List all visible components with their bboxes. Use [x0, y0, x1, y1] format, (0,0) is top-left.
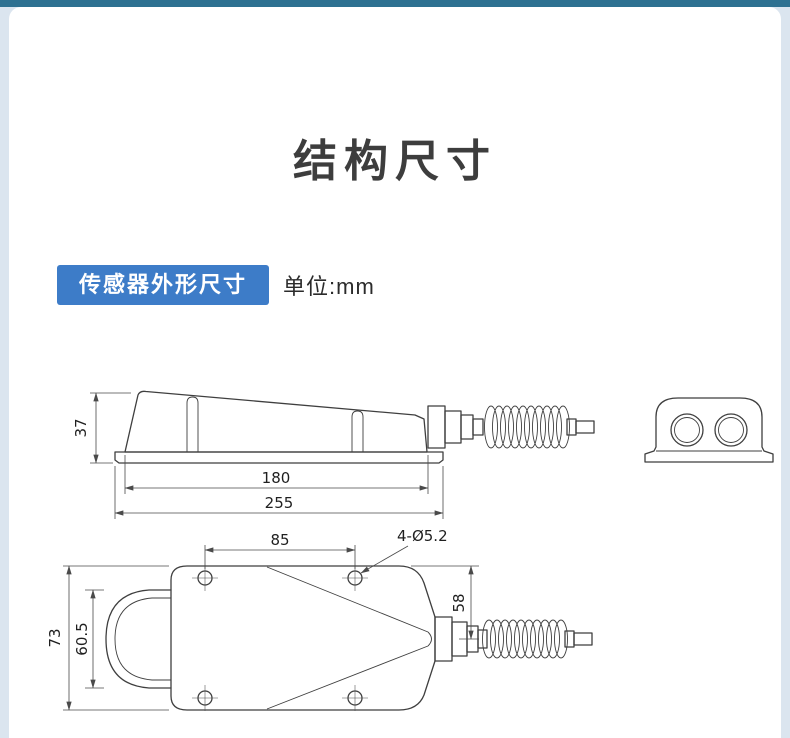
mounting-holes: [192, 565, 368, 711]
dim-label-hole-callout: 4-Ø5.2: [397, 527, 448, 545]
dim-label-37: 37: [72, 418, 90, 437]
section-header: 传感器外形尺寸 单位:mm: [57, 265, 375, 306]
side-view-drawing: 37 180 255: [72, 390, 595, 519]
dim-label-180: 180: [262, 469, 291, 487]
section-label-badge: 传感器外形尺寸: [57, 265, 270, 306]
coiled-cable-side: [484, 405, 570, 449]
dim-label-73: 73: [46, 628, 64, 647]
page-title: 结构尺寸: [293, 137, 497, 186]
dim-label-85: 85: [270, 531, 289, 549]
coiled-cable-top: [482, 619, 568, 659]
content-card: 结构尺寸 传感器外形尺寸 单位:mm: [9, 7, 781, 738]
top-view-drawing: 85 4-Ø5.2 58 73 60.5: [46, 527, 593, 711]
dim-label-60-5: 60.5: [73, 622, 91, 655]
unit-label: 单位:mm: [283, 274, 375, 300]
dim-label-58: 58: [450, 593, 468, 612]
top-accent-bar: [0, 0, 790, 7]
dimension-drawing-figure: 37 180 255: [46, 390, 774, 711]
dim-label-255: 255: [265, 494, 294, 512]
end-view-drawing: [644, 397, 774, 463]
